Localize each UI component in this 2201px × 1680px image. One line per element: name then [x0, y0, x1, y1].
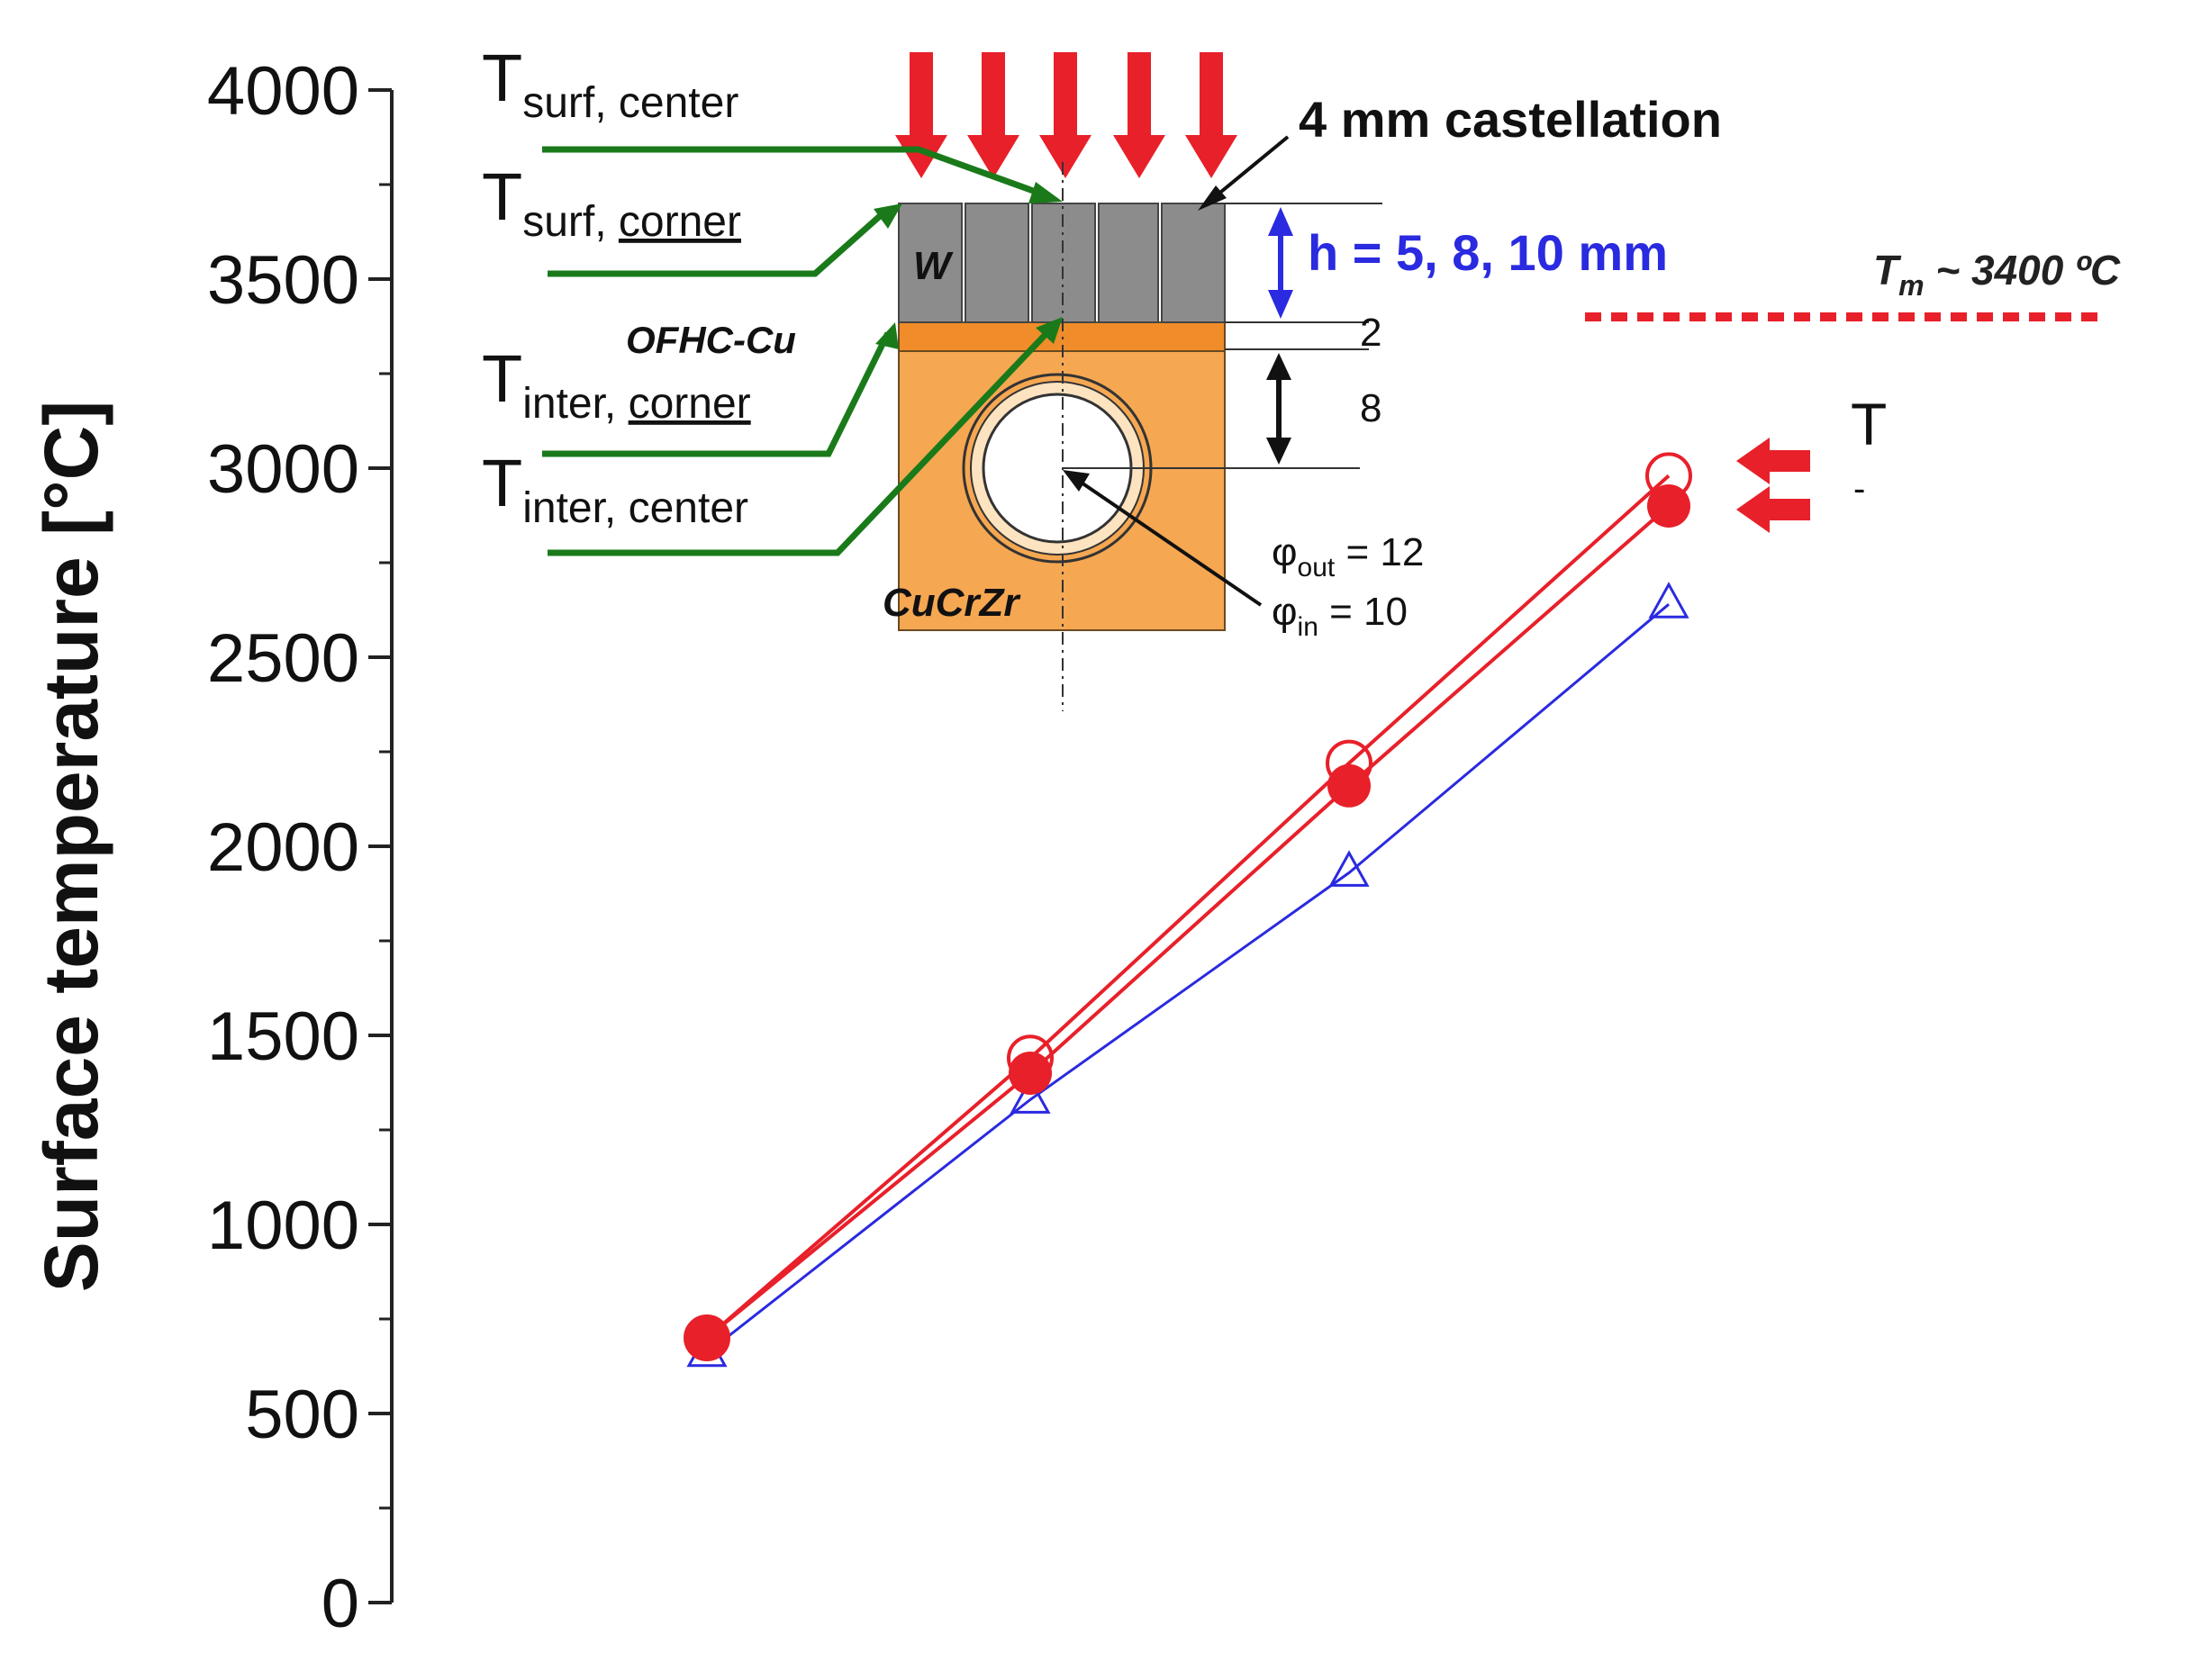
height-label: h = 5, 8, 10 mm [1308, 224, 1668, 281]
diameter-arrowhead [1063, 470, 1090, 492]
data-point-open-triangle [1648, 582, 1689, 619]
height-dimension: h = 5, 8, 10 mm [1268, 207, 1668, 319]
y-axis-minor-ticks [379, 183, 392, 1510]
series-open-triangle [686, 582, 1689, 1368]
w-tile [965, 203, 1029, 323]
phi-in-label: φin = 10 [1272, 590, 1408, 642]
series-layer [684, 452, 1692, 1368]
t-inter-corner-arrow [542, 331, 892, 457]
series-line [705, 504, 1671, 1340]
y-axis: 0 500 1000 1500 2000 2500 3000 3500 4000 Surface… [29, 53, 394, 1642]
inset-schematic: h = 5, 8, 10 mm 8 2 4 mm castellation W … [482, 41, 1722, 711]
height-dimension-arrowhead [1268, 290, 1293, 319]
t-inter-corner-arrowhead [875, 322, 899, 349]
heat-flux-arrow [1039, 52, 1091, 178]
label-t-surf-center: Tsurf, center [482, 41, 738, 127]
t-surf-corner-arrowhead [874, 203, 902, 229]
series-line [705, 474, 1671, 1340]
heat-flux-arrow [967, 52, 1019, 178]
y-axis-label: Surface temperature [°C] [29, 401, 113, 1293]
phi-out-label: φout = 12 [1272, 530, 1424, 583]
data-point-open-triangle [1328, 850, 1370, 887]
castellation-pointer-line [1209, 135, 1290, 202]
w-tile [1098, 203, 1159, 323]
measurement-point-arrows [542, 146, 1063, 556]
t-inter-center-arrowhead [1036, 317, 1063, 344]
data-point-filled-circle [1647, 484, 1690, 528]
label-t-surf-corner: Tsurf, corner [482, 159, 741, 246]
heat-flux-arrow [1113, 52, 1165, 178]
t-surf-corner-arrow [548, 206, 891, 277]
y-axis-tick-labels: 0 500 1000 1500 2000 2500 3000 3500 4000 [207, 53, 359, 1642]
dimension-8-label: 8 [1360, 386, 1381, 430]
y-tick-label: 4000 [207, 53, 359, 130]
ofhc-cu-label: OFHC-Cu [626, 319, 796, 361]
y-tick-label: 3000 [207, 431, 359, 508]
y-tick-label: 500 [245, 1377, 359, 1453]
y-tick-label: 1500 [207, 998, 359, 1075]
y-tick-label: 2000 [207, 809, 359, 886]
heat-flux-arrow [1185, 52, 1237, 178]
data-point-open-triangle [1010, 1077, 1051, 1114]
legend-entry-dash: - [1853, 469, 1865, 509]
y-tick-label: 0 [322, 1566, 359, 1642]
dimension-2-label: 2 [1360, 311, 1381, 355]
castellation-label: 4 mm castellation [1299, 91, 1722, 148]
y-tick-label: 1000 [207, 1188, 359, 1264]
height-dimension-arrowhead [1268, 207, 1293, 236]
series-filled-circle [685, 484, 1690, 1359]
w-tile [1161, 203, 1226, 323]
melting-point-reference: Tm ~ 3400 ºC [1585, 247, 2121, 321]
y-tick-label: 3500 [207, 242, 359, 319]
y-tick-label: 2500 [207, 620, 359, 697]
cucrzr-label: CuCrZr [883, 581, 1021, 625]
depth-dimension-arrowhead [1266, 438, 1291, 465]
y-axis-major-ticks [368, 88, 392, 1604]
w-tile [898, 203, 963, 323]
depth-dimension-arrowhead [1266, 353, 1291, 380]
melting-point-label: Tm ~ 3400 ºC [1873, 247, 2121, 302]
diameter-pointer-line [1072, 475, 1263, 607]
label-t-inter-center: Tinter, center [482, 446, 748, 532]
castellation-arrowhead [1198, 185, 1227, 211]
tungsten-label: W [913, 244, 954, 288]
series-line [706, 603, 1670, 1354]
legend-arrow-upper [1736, 438, 1810, 484]
data-point-filled-circle [1009, 1052, 1052, 1095]
legend-area: T - [1736, 391, 1887, 533]
t-surf-center-arrowhead [1028, 182, 1063, 203]
label-t-inter-corner: Tinter, corner [482, 341, 751, 428]
depth-dimension: 8 2 [1266, 311, 1381, 465]
legend-arrow-lower [1736, 486, 1810, 533]
legend-entry-t: T [1851, 391, 1887, 457]
data-point-filled-circle [685, 1316, 729, 1359]
data-point-filled-circle [1327, 763, 1371, 808]
t-surf-center-arrow [542, 146, 1050, 200]
t-inter-center-arrow [548, 325, 1055, 556]
